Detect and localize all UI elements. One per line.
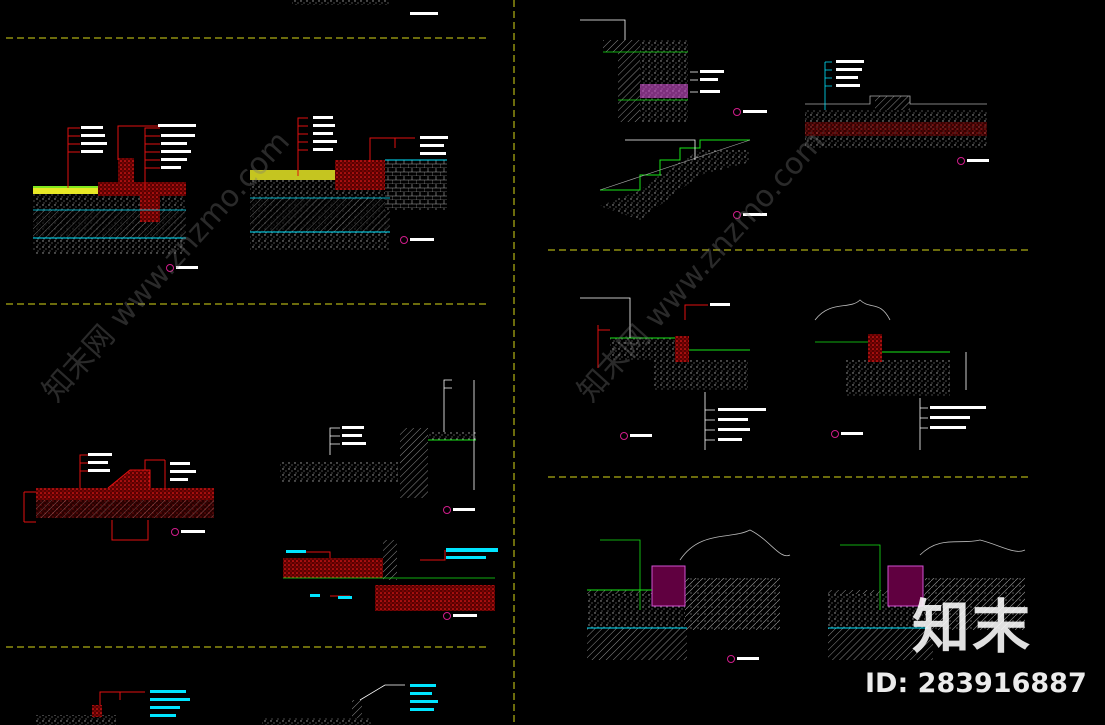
section-detail-2 xyxy=(250,116,448,250)
section-detail-right-6 xyxy=(587,529,791,663)
section-detail-5 xyxy=(283,540,498,620)
brand-watermark: 知末 xyxy=(912,593,1033,661)
section-detail-right-3 xyxy=(805,60,989,165)
section-detail-right-5 xyxy=(814,299,986,450)
section-detail-right-7 xyxy=(828,539,1026,660)
section-detail-1 xyxy=(33,124,198,272)
section-detail-6 xyxy=(36,684,438,725)
id-watermark: ID: 283916887 xyxy=(865,668,1087,699)
section-detail-3 xyxy=(23,453,214,541)
sheet-dividers xyxy=(6,0,1028,725)
section-detail-right-1 xyxy=(580,19,767,122)
section-detail-right-4 xyxy=(580,297,766,450)
section-detail-4 xyxy=(280,379,476,514)
section-top-remnant xyxy=(292,0,438,15)
section-detail-right-2 xyxy=(599,139,767,220)
